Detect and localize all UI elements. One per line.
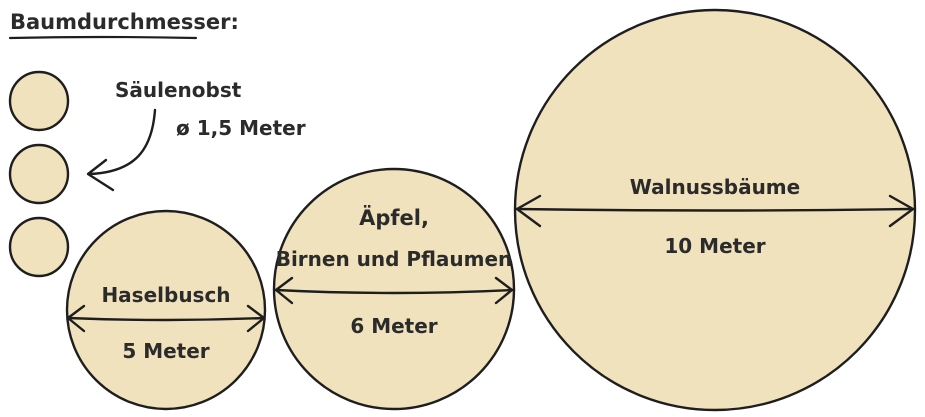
saeulenobst-circle-1 <box>8 70 70 132</box>
haselbusch-arrowhead-right <box>246 304 266 333</box>
saeulenobst-label: Säulenobst <box>115 78 242 102</box>
walnuss-arrowhead-right <box>888 194 915 228</box>
aepfel-arrowhead-right <box>494 276 514 305</box>
aepfel-label-line2: Birnen und Pflaumen <box>276 247 513 271</box>
walnuss-label: Walnussbäume <box>630 175 800 199</box>
haselbusch-arrowhead-left <box>66 304 86 333</box>
title-underline <box>8 35 198 40</box>
haselbusch-size-label: 5 Meter <box>122 339 209 363</box>
saeulenobst-circle-2 <box>8 143 70 205</box>
walnuss-arrowhead-left <box>515 194 542 228</box>
saeulenobst-pointer-arrow <box>88 108 157 176</box>
diagram-title: Baumdurchmesser: <box>10 10 239 34</box>
aepfel-size-label: 6 Meter <box>350 314 437 338</box>
saeulenobst-arrowhead <box>86 158 115 192</box>
aepfel-diameter-line <box>274 288 514 295</box>
saeulenobst-size-label: ø 1,5 Meter <box>176 116 306 140</box>
haselbusch-diameter-line <box>66 316 266 322</box>
aepfel-label-line1: Äpfel, <box>359 205 429 230</box>
haselbusch-circle <box>65 209 267 411</box>
aepfel-circle <box>272 167 516 411</box>
walnuss-size-label: 10 Meter <box>664 234 765 258</box>
walnuss-diameter-line <box>515 207 915 212</box>
saeulenobst-circle-3 <box>8 216 70 278</box>
aepfel-arrowhead-left <box>274 276 294 305</box>
haselbusch-label: Haselbusch <box>101 283 230 307</box>
